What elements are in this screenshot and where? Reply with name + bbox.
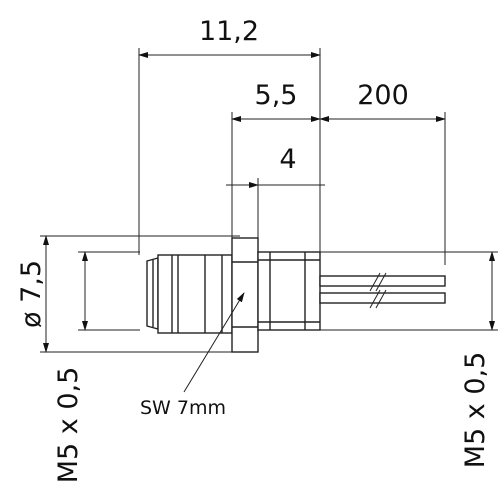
- dim-text-diameter: ø 7,5: [16, 260, 47, 328]
- dim-text-cable: 200: [357, 80, 409, 111]
- wrench-leader: [183, 292, 245, 393]
- dim-text-flange: 5,5: [255, 80, 298, 111]
- hex-flange: [231, 237, 259, 353]
- wrench-size-label: SW 7mm: [140, 397, 226, 419]
- front-body: [157, 254, 233, 334]
- dim-text-thread-left: M5 x 0,5: [53, 367, 84, 484]
- dimension-lines: [43, 52, 495, 353]
- cable-wire-top: [319, 275, 446, 287]
- cable-break-marks: [369, 272, 387, 309]
- dim-text-thread: 4: [279, 144, 296, 175]
- rear-thread: [257, 251, 321, 331]
- extension-lines: [40, 48, 498, 353]
- connector-body: [146, 237, 446, 353]
- cable-wire-bottom: [319, 292, 446, 304]
- dim-text-thread-right: M5 x 0,5: [460, 352, 491, 469]
- dim-text-overall: 11,2: [199, 16, 259, 47]
